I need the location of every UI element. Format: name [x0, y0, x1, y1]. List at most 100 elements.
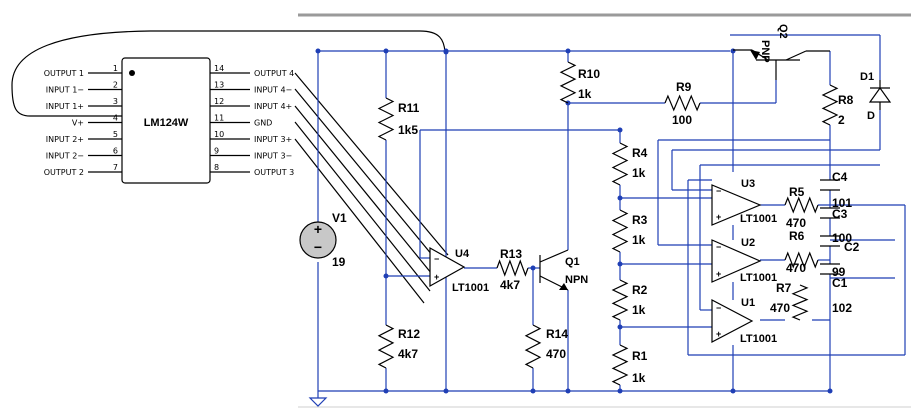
c4-name: C4 [832, 170, 848, 184]
ic-pin-label-right: INPUT 4− [254, 86, 292, 95]
r9-name: R9 [676, 80, 692, 94]
r9-value: 100 [672, 113, 692, 127]
r14-resistor [524, 324, 542, 369]
v1-value: 19 [332, 255, 346, 269]
r5-value: 470 [786, 216, 806, 230]
junction-dot [530, 388, 536, 394]
ic-pin-number-right: 10 [214, 130, 224, 139]
r12-resistor [377, 324, 395, 369]
r3-resistor [611, 209, 629, 253]
junction-dot [383, 388, 389, 394]
c1-value: 102 [832, 301, 852, 315]
r10-name: R10 [578, 67, 600, 81]
ic-pin-number-right: 8 [214, 163, 219, 172]
ic-lead-line [294, 88, 443, 268]
r12-value: 4k7 [398, 347, 418, 361]
r13-name: R13 [500, 247, 522, 261]
r3-name: R3 [632, 213, 648, 227]
c4-value: 101 [832, 196, 852, 210]
r13-resistor [496, 259, 529, 277]
r14-name: R14 [546, 327, 568, 341]
svg-text:−: − [716, 186, 721, 196]
q1-name: Q1 [565, 256, 580, 268]
ic-pin-number-left: 5 [113, 130, 118, 139]
r1-name: R1 [632, 349, 648, 363]
svg-text:+: + [314, 221, 322, 237]
c2-name: C2 [844, 240, 860, 254]
r3-value: 1k [632, 233, 646, 247]
vertical-resistors [377, 61, 839, 386]
u1-name: U1 [741, 297, 755, 309]
d1-diode [868, 80, 892, 110]
c3-value: 100 [832, 231, 852, 245]
r11-name: R11 [398, 101, 420, 115]
ic-pin-label-left: V+ [72, 119, 84, 128]
u4-value: LT1001 [452, 282, 489, 294]
ic-pin-label-left: INPUT 1− [46, 86, 84, 95]
junction-dot [383, 48, 389, 54]
ic-pin-label-left: INPUT 2+ [46, 135, 84, 144]
v1-source: + − [299, 221, 337, 259]
q2-value: PNP [759, 40, 771, 63]
ic-pin-number-left: 2 [113, 81, 118, 90]
junction-dot [383, 273, 389, 279]
junction-dot [617, 388, 623, 394]
r8-name: R8 [838, 93, 854, 107]
horizontal-resistors [496, 94, 819, 321]
ic-pin-number-left: 6 [113, 147, 118, 156]
ic-pin-label-right: OUTPUT 4 [254, 69, 294, 78]
r12-name: R12 [398, 327, 420, 341]
r11-value: 1k5 [398, 123, 418, 137]
ic-lead-line [294, 72, 449, 256]
r5-name: R5 [789, 185, 805, 199]
r1-resistor [611, 344, 629, 386]
r8-resistor [821, 84, 839, 126]
r2-name: R2 [632, 283, 648, 297]
c3-name: C3 [832, 207, 848, 221]
ic-lead-line [294, 121, 431, 292]
ic-pin-number-right: 11 [214, 114, 224, 123]
ic-pin-number-left: 4 [113, 114, 118, 123]
d1-name: D1 [860, 71, 874, 83]
r10-resistor [559, 61, 577, 104]
r7-name: R7 [776, 281, 792, 295]
ic-pin-label-right: INPUT 3+ [254, 135, 292, 144]
ic-pin-label-right: OUTPUT 3 [254, 168, 294, 177]
r4-name: R4 [632, 146, 648, 160]
ic-pin-label-right: INPUT 3− [254, 152, 292, 161]
ic-pin-label-left: INPUT 2− [46, 152, 84, 161]
ic-pin-number-right: 14 [214, 64, 224, 73]
ic-pin-label-left: INPUT 1+ [46, 102, 84, 111]
v1-name: V1 [332, 211, 347, 225]
q1-npn [539, 249, 569, 291]
u3-name: U3 [741, 178, 755, 190]
svg-text:−: − [716, 303, 721, 313]
svg-text:+: + [716, 212, 721, 222]
ic-pin-number-right: 13 [214, 81, 224, 90]
r2-resistor [611, 279, 629, 321]
r6-value: 470 [786, 261, 806, 275]
r13-value: 4k7 [500, 278, 520, 292]
junction-dot [617, 324, 623, 330]
r7-resistor [791, 284, 809, 321]
junction-dot [443, 388, 449, 394]
ground-icon [308, 391, 328, 407]
junctions [315, 48, 833, 394]
ic-pin-label-left: OUTPUT 2 [44, 168, 84, 177]
u4-name: U4 [455, 248, 470, 260]
junction-dot [443, 49, 449, 55]
d1-value: D [867, 110, 875, 122]
junction-dot [730, 48, 736, 54]
r14-value: 470 [546, 347, 566, 361]
r6-name: R6 [789, 229, 805, 243]
u2-value: LT1001 [740, 272, 777, 284]
junction-dot [617, 195, 623, 201]
ic-pin-number-left: 1 [113, 64, 118, 73]
u3-value: LT1001 [740, 213, 777, 225]
ic-pin-label-right: INPUT 4+ [254, 102, 292, 111]
r4-value: 1k [632, 166, 646, 180]
u3-opamp: − + [711, 184, 762, 226]
q2-pnp [733, 49, 830, 80]
